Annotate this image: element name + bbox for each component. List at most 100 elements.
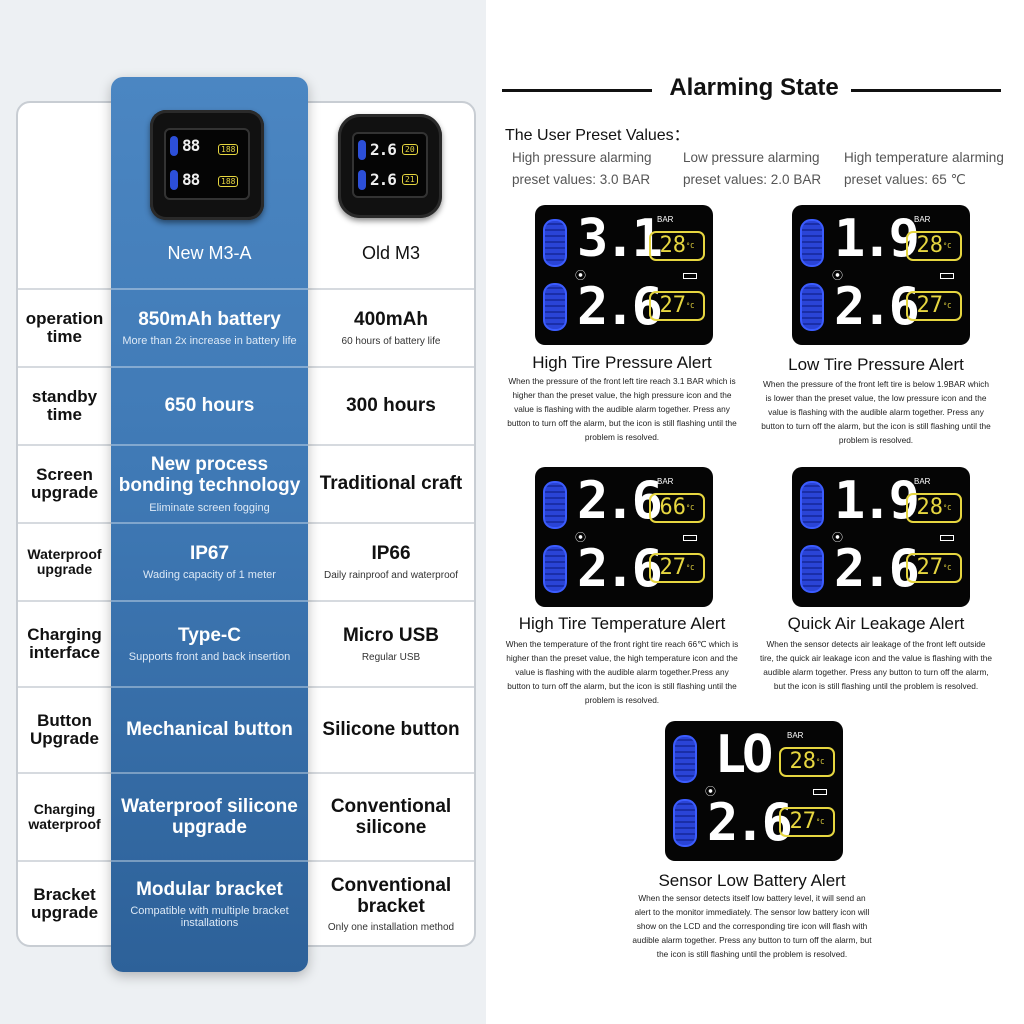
front-temp-readout: 66°C <box>649 493 705 523</box>
new-sub-value: Wading capacity of 1 meter <box>143 569 276 582</box>
row-divider <box>111 366 308 368</box>
new-model-cell: 650 hours <box>111 368 308 444</box>
title-rule-left <box>502 89 652 92</box>
battery-icon <box>683 535 697 541</box>
alarm-icon: ⦿ <box>832 532 843 544</box>
rear-tire-icon <box>800 283 824 331</box>
front-pressure-readout: LO <box>714 725 774 785</box>
feature-label: Bracket upgrade <box>30 884 99 922</box>
alarm-icon: ⦿ <box>575 270 586 282</box>
new-m3a-device-image: 88 88 188 188 <box>150 110 264 220</box>
feature-label: Charging interface <box>27 624 102 662</box>
deg-unit: °C <box>686 564 695 572</box>
deg-unit: °C <box>816 818 825 826</box>
feature-label: Button Upgrade <box>30 710 99 748</box>
feature-label: operation time <box>25 308 104 346</box>
front-temp-readout: 28°C <box>906 493 962 523</box>
mini-temp-top: 188 <box>218 144 239 155</box>
front-pressure-readout: 3.1 <box>577 209 663 269</box>
preset-high-pressure: High pressure alarming preset values: 3.… <box>512 147 652 191</box>
tire-icon <box>358 170 366 190</box>
preset-line: preset values: 3.0 BAR <box>512 172 651 187</box>
front-pressure-readout: 2.6 <box>577 471 663 531</box>
old-main-value: Micro USB <box>342 625 440 647</box>
rear-tire-icon <box>543 283 567 331</box>
title-rule-right <box>851 89 1001 92</box>
old-sub-value: 60 hours of battery life <box>341 335 441 347</box>
front-temp-readout: 28°C <box>649 231 705 261</box>
front-tire-icon <box>800 481 824 529</box>
temp-value: 27 <box>916 293 944 318</box>
rear-tire-icon <box>543 545 567 593</box>
preset-line: High temperature alarming <box>844 150 1004 165</box>
preset-line: High pressure alarming <box>512 150 652 165</box>
front-tire-icon <box>800 219 824 267</box>
alarm-icon: ⦿ <box>575 532 586 544</box>
deg-unit: °C <box>943 242 952 250</box>
old-main-value: 400mAh <box>354 309 428 331</box>
rear-temp-readout: 27°C <box>906 553 962 583</box>
new-sub-value: Eliminate screen fogging <box>149 501 270 514</box>
front-pressure-readout: 1.9 <box>834 209 920 269</box>
temp-value: 28 <box>659 233 687 258</box>
old-model-cell: Micro USB Regular USB <box>308 602 474 686</box>
alert-description: When the pressure of the front left tire… <box>761 379 991 445</box>
new-main-value: Mechanical button <box>126 719 293 741</box>
rear-temp-readout: 27°C <box>649 291 705 321</box>
old-main-value: Conventional bracket <box>330 874 452 917</box>
old-m3-device-image: 2.6 2.6 20 21 <box>338 114 442 218</box>
row-divider <box>111 686 308 688</box>
bar-unit-label: BAR <box>787 731 804 740</box>
old-model-cell: Silicone button <box>308 688 474 772</box>
mini-pressure-bottom: 88 <box>182 170 200 189</box>
alert-title: Low Tire Pressure Alert <box>788 355 964 374</box>
front-temp-readout: 28°C <box>779 747 835 777</box>
alert-description: When the sensor detects air leakage of t… <box>760 639 992 691</box>
new-model-cell: Mechanical button <box>111 688 308 772</box>
new-model-label: New M3-A <box>167 242 252 263</box>
old-sub-value: Daily rainproof and waterproof <box>324 569 458 581</box>
alert-title: High Tire Pressure Alert <box>532 353 712 372</box>
new-main-value: 850mAh battery <box>138 308 281 330</box>
alarm-icon: ⦿ <box>705 786 716 798</box>
row-divider <box>111 522 308 524</box>
new-main-value: New process bonding technology <box>118 454 301 497</box>
battery-icon <box>683 273 697 279</box>
old-model-cell: 300 hours <box>308 368 474 444</box>
old-model-cell: 400mAh 60 hours of battery life <box>308 290 474 366</box>
deg-unit: °C <box>686 504 695 512</box>
mini-pressure-top: 88 <box>182 136 200 155</box>
temp-value: 27 <box>789 809 817 834</box>
mini-temp-bottom: 188 <box>218 176 239 187</box>
rear-pressure-readout: 2.6 <box>577 539 663 599</box>
row-divider <box>111 444 308 446</box>
new-main-value: Waterproof silicone upgrade <box>121 795 298 838</box>
new-model-cell: Waterproof silicone upgrade <box>111 774 308 860</box>
mini-temp-bottom: 21 <box>402 174 418 185</box>
alert-description: When the pressure of the front left tire… <box>507 376 737 442</box>
row-divider <box>111 288 308 290</box>
old-main-value: Traditional craft <box>319 473 463 495</box>
preset-line: preset values: 2.0 BAR <box>683 172 822 187</box>
temp-value: 27 <box>916 555 944 580</box>
old-model-label: Old M3 <box>361 242 421 263</box>
old-sub-value: Regular USB <box>361 651 421 663</box>
old-model-cell: Conventional silicone <box>308 774 474 860</box>
row-divider <box>111 860 308 862</box>
alarm-icon: ⦿ <box>832 270 843 282</box>
temp-value: 27 <box>659 555 687 580</box>
front-tire-icon <box>543 219 567 267</box>
tire-icon <box>358 140 366 160</box>
preset-heading: The User Preset Values： <box>505 127 690 144</box>
temp-value: 27 <box>659 293 687 318</box>
temp-value: 28 <box>916 495 944 520</box>
new-sub-value: Supports front and back insertion <box>128 651 291 664</box>
deg-unit: °C <box>816 758 825 766</box>
